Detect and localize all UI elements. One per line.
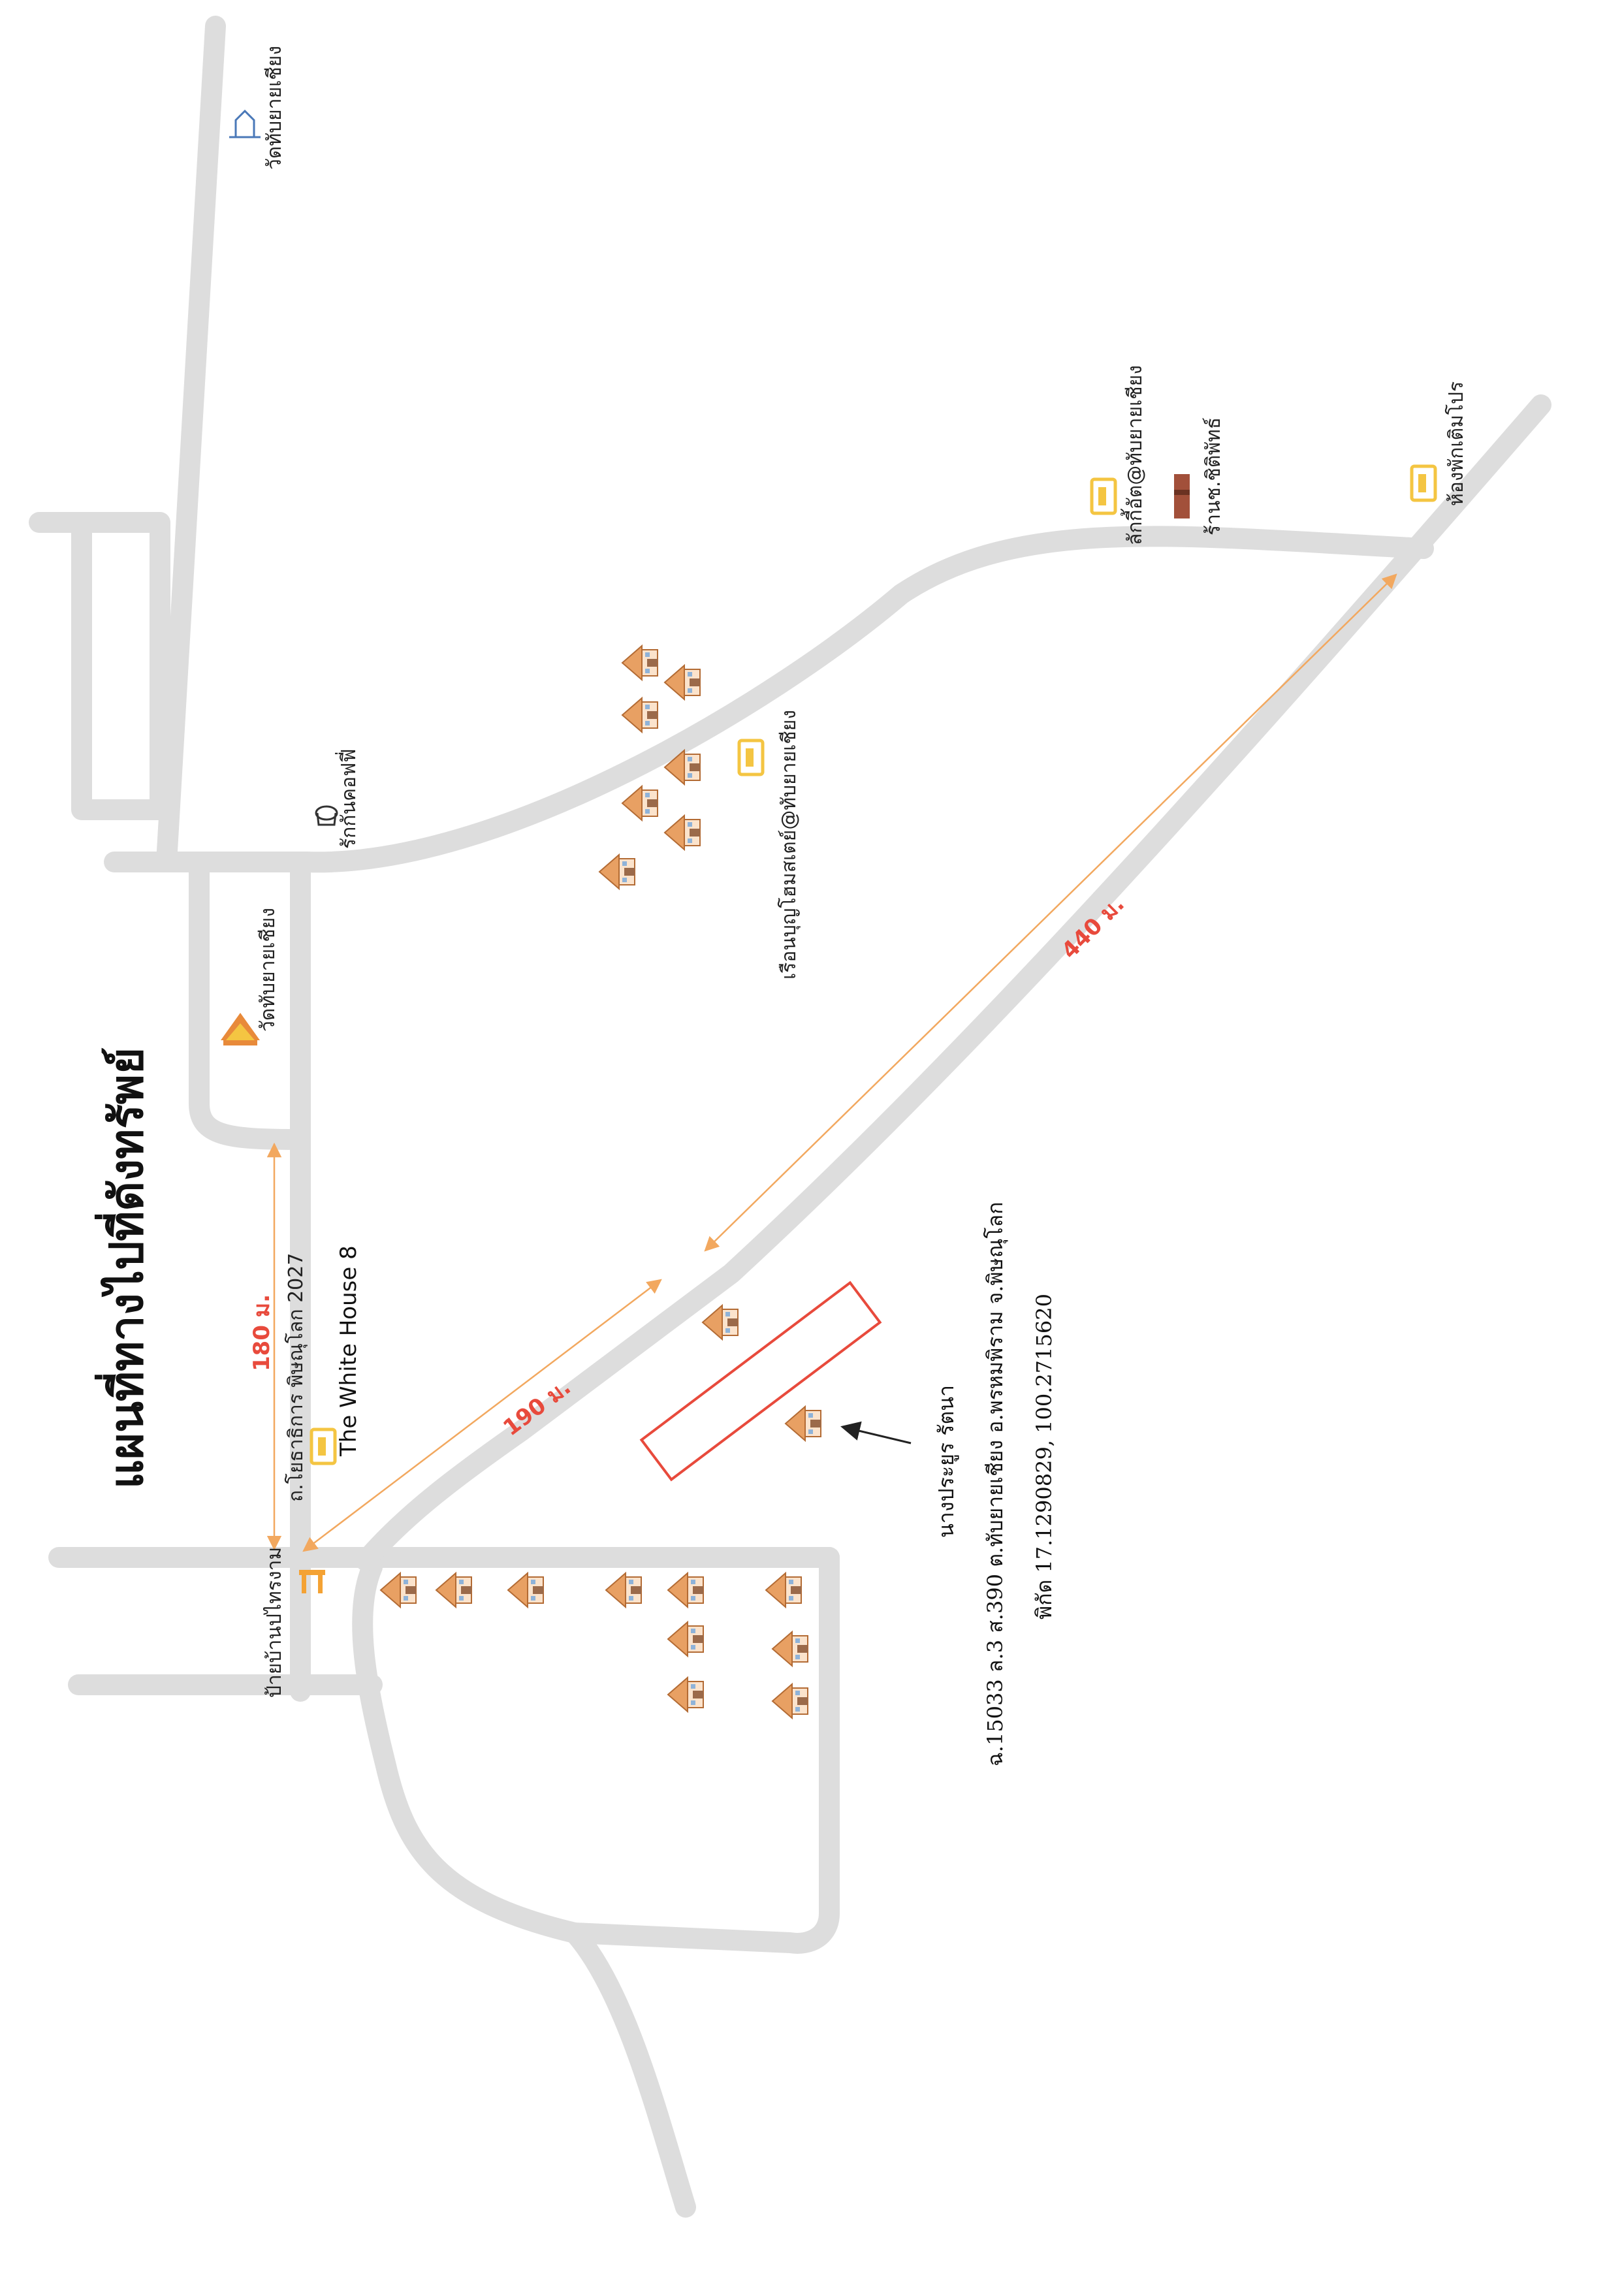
- distance-180-label: 180 ม.: [249, 1294, 275, 1371]
- label-village-sign: ป้ายบ้านปไทรงาม: [262, 1547, 286, 1698]
- house-icon: [599, 854, 635, 889]
- house-icon: [667, 1621, 704, 1657]
- coffee-cup-icon: [315, 805, 338, 826]
- label-homestay: เรือนบุญโฮมสเตย์@ทับยายเชียง: [777, 710, 801, 980]
- road-block-curve: [352, 1557, 696, 2218]
- distance-180: 180 ม.: [249, 1142, 282, 1551]
- label-white-house: The White House 8: [336, 1245, 362, 1457]
- road-curve-north: [296, 526, 1434, 873]
- house-icon: [667, 1572, 704, 1608]
- house-icon: [507, 1572, 544, 1608]
- property-address: ฉ.15033 ล.3 ส.390 ต.ทับยายเชียง อ.พรหมพิ…: [983, 1202, 1008, 1766]
- house-icon: [664, 815, 701, 850]
- property-pointer-arrow: [840, 1421, 912, 1444]
- label-cafe: รักกันคอฟฟี่: [335, 748, 360, 849]
- label-room: ห้องพักเติมโปร: [1444, 381, 1468, 506]
- label-shop: ร้านช.ชิติพัทธ์: [1202, 417, 1225, 535]
- shop-icon: [1174, 474, 1190, 518]
- house-icon: [772, 1631, 808, 1666]
- label-school-road: ถ.โยธาธิการ พิษณุโลก 2027: [284, 1253, 308, 1502]
- property-coords: พิกัด 17.1290829, 100.2715620: [1032, 1294, 1057, 1619]
- road-temple-loop: [189, 852, 311, 1150]
- bed-icon-white-house: [311, 1429, 335, 1463]
- house-cluster-south: [380, 1572, 808, 1719]
- property-owner: นางประยูร รัตนา: [934, 1385, 959, 1538]
- house-icon: [772, 1683, 808, 1719]
- house-icon: [664, 665, 701, 700]
- temple-icon: [229, 109, 261, 138]
- house-icon-property-2: [785, 1406, 821, 1441]
- village-gate-icon: [299, 1570, 325, 1593]
- house-icon: [380, 1572, 417, 1608]
- label-lucky-pet: ลักกี้อัต@ทับยายเชียง: [1121, 365, 1147, 545]
- label-wat-top: วัดทับยายเชียง: [263, 46, 286, 170]
- temple-roof-icon: [221, 1013, 260, 1045]
- bed-icon-lucky-pet: [1092, 479, 1115, 513]
- label-wat-lower: วัดทับยายเชียง: [257, 908, 279, 1032]
- road-network: [29, 16, 1551, 2218]
- target-property: [639, 1281, 912, 1482]
- house-icon: [765, 1572, 802, 1608]
- house-icon-property-1: [702, 1305, 739, 1340]
- bed-icon-room: [1412, 466, 1435, 500]
- road-loop-upper: [29, 512, 170, 820]
- house-icon: [622, 645, 658, 680]
- house-icon: [667, 1677, 704, 1712]
- road-north-vertical: [156, 16, 226, 872]
- house-icon: [605, 1572, 642, 1608]
- house-icon: [622, 697, 658, 733]
- bed-icon-homestay: [739, 741, 763, 774]
- house-icon: [622, 786, 658, 821]
- house-icon: [436, 1572, 472, 1608]
- map-title: แผนที่ทางไปที่ดังทรัพย์: [94, 1047, 153, 1489]
- road-block-right: [564, 1547, 840, 1954]
